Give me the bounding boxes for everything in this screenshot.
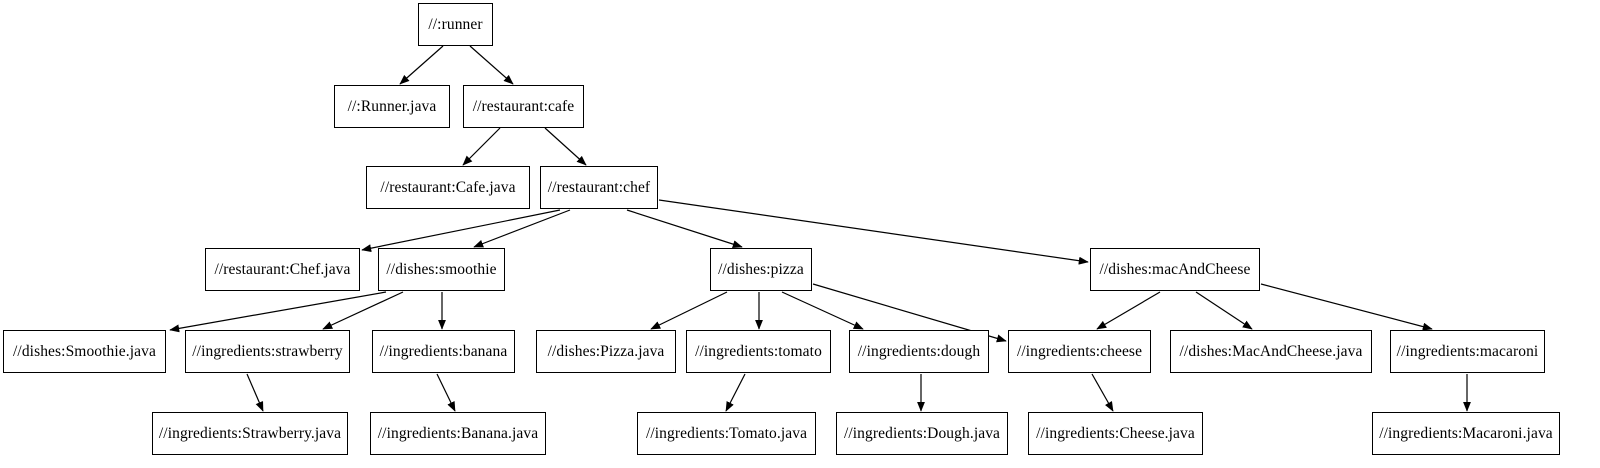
graph-node-label: //ingredients:macaroni [1396, 342, 1539, 360]
graph-edge-ing_cheese-to-cheese_java [1091, 373, 1114, 412]
graph-node-label: //dishes:smoothie [386, 260, 497, 278]
graph-edge-restaurant_cafe-to-restaurant_chef [544, 127, 587, 166]
graph-node-dishes_smoothie[interactable]: //dishes:smoothie [378, 248, 505, 291]
graph-edge-dishes_mac-to-mac_java [1195, 291, 1253, 330]
graph-node-label: //:Runner.java [347, 97, 437, 115]
graph-node-smoothie_java[interactable]: //dishes:Smoothie.java [3, 330, 166, 373]
graph-edge-restaurant_chef-to-chef_java [361, 209, 561, 253]
graph-edge-dishes_pizza-to-pizza_java [650, 291, 728, 330]
graph-node-ing_cheese[interactable]: //ingredients:cheese [1008, 330, 1151, 373]
graph-node-label: //ingredients:strawberry [192, 342, 343, 360]
graph-node-label: //ingredients:Macaroni.java [1379, 424, 1553, 442]
graph-node-label: //ingredients:cheese [1016, 342, 1143, 360]
graph-edge-dishes_smoothie-to-ing_strawberry [322, 291, 404, 330]
graph-node-label: //ingredients:Banana.java [377, 424, 539, 442]
graph-node-strawberry_java[interactable]: //ingredients:Strawberry.java [152, 412, 348, 455]
graph-node-label: //ingredients:Cheese.java [1036, 424, 1195, 442]
graph-edge-restaurant_cafe-to-cafe_java [462, 127, 501, 166]
graph-node-label: //ingredients:Tomato.java [645, 424, 808, 442]
graph-edge-ing_strawberry-to-strawberry_java [246, 373, 264, 412]
graph-node-label: //dishes:Pizza.java [547, 342, 665, 360]
graph-edge-runner-to-restaurant_cafe [469, 45, 514, 85]
graph-edge-ing_tomato-to-tomato_java [725, 373, 746, 412]
graph-node-dough_java[interactable]: //ingredients:Dough.java [836, 412, 1008, 455]
graph-node-ing_macaroni[interactable]: //ingredients:macaroni [1390, 330, 1545, 373]
graph-node-label: //:runner [428, 15, 483, 33]
graph-node-tomato_java[interactable]: //ingredients:Tomato.java [637, 412, 816, 455]
graph-node-label: //ingredients:banana [379, 342, 508, 360]
graph-node-restaurant_chef[interactable]: //restaurant:chef [540, 166, 658, 209]
graph-node-label: //ingredients:tomato [695, 342, 822, 360]
graph-node-dishes_mac[interactable]: //dishes:macAndCheese [1090, 248, 1260, 291]
graph-node-runner_java[interactable]: //:Runner.java [334, 85, 450, 128]
graph-edge-dishes_mac-to-ing_cheese [1096, 291, 1161, 330]
graph-node-label: //dishes:macAndCheese [1099, 260, 1251, 278]
graph-node-macaroni_java[interactable]: //ingredients:Macaroni.java [1372, 412, 1560, 455]
graph-node-ing_tomato[interactable]: //ingredients:tomato [686, 330, 831, 373]
graph-node-label: //dishes:pizza [718, 260, 804, 278]
graph-node-label: //restaurant:cafe [472, 97, 575, 115]
graph-node-chef_java[interactable]: //restaurant:Chef.java [205, 248, 360, 291]
graph-edge-restaurant_chef-to-dishes_smoothie [473, 209, 571, 248]
graph-node-ing_dough[interactable]: //ingredients:dough [849, 330, 989, 373]
graph-node-label: //ingredients:dough [857, 342, 981, 360]
graph-node-label: //ingredients:Strawberry.java [158, 424, 342, 442]
graph-node-label: //dishes:Smoothie.java [13, 342, 156, 360]
graph-edge-dishes_pizza-to-ing_dough [781, 291, 864, 330]
graph-node-banana_java[interactable]: //ingredients:Banana.java [370, 412, 546, 455]
graph-node-restaurant_cafe[interactable]: //restaurant:cafe [463, 85, 584, 128]
graph-node-label: //restaurant:Cafe.java [380, 178, 516, 196]
graph-edge-runner-to-runner_java [399, 45, 444, 85]
graph-node-label: //ingredients:Dough.java [843, 424, 1001, 442]
graph-node-dishes_pizza[interactable]: //dishes:pizza [710, 248, 812, 291]
graph-node-cafe_java[interactable]: //restaurant:Cafe.java [366, 166, 530, 209]
graph-node-label: //dishes:MacAndCheese.java [1179, 342, 1363, 360]
graph-node-pizza_java[interactable]: //dishes:Pizza.java [536, 330, 676, 373]
graph-node-cheese_java[interactable]: //ingredients:Cheese.java [1028, 412, 1203, 455]
graph-node-ing_strawberry[interactable]: //ingredients:strawberry [185, 330, 350, 373]
graph-edge-ing_banana-to-banana_java [436, 373, 456, 412]
graph-edge-restaurant_chef-to-dishes_pizza [626, 209, 743, 248]
graph-node-ing_banana[interactable]: //ingredients:banana [372, 330, 515, 373]
graph-node-label: //restaurant:chef [547, 178, 651, 196]
graph-edge-dishes_mac-to-ing_macaroni [1260, 283, 1433, 331]
graph-node-mac_java[interactable]: //dishes:MacAndCheese.java [1170, 330, 1372, 373]
graph-node-label: //restaurant:Chef.java [214, 260, 351, 278]
graph-edge-dishes_smoothie-to-smoothie_java [169, 291, 387, 333]
graph-node-runner[interactable]: //:runner [418, 3, 493, 46]
